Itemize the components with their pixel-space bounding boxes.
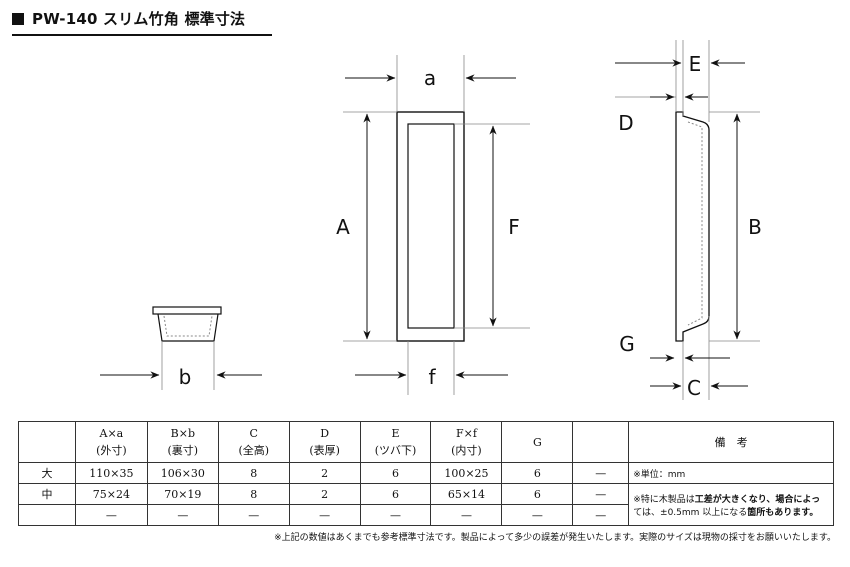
- label-E: E: [689, 52, 702, 76]
- header-cell: G: [501, 421, 574, 463]
- header-cell: F×f(内寸): [430, 421, 503, 463]
- label-a: a: [424, 66, 436, 90]
- table-row: — — — — — — — —: [18, 504, 834, 526]
- side-view-small: [100, 306, 262, 390]
- body-outline: [157, 313, 219, 342]
- note-unit: ※単位：mm: [628, 462, 834, 484]
- label-B: B: [748, 215, 762, 239]
- table-row: 中 75×24 70×19 8 2 6 65×14 6 — ※特に木製品は工差が…: [18, 483, 834, 526]
- header-cell: D(表厚): [288, 421, 361, 463]
- header-cell: [18, 421, 76, 463]
- label-F: F: [508, 215, 520, 239]
- dimension-drawing: a A F f b E D B G C: [100, 40, 762, 400]
- inner-outline: [163, 315, 213, 337]
- header-cell: E(ツバ下): [359, 421, 432, 463]
- note-tolerance: ※特に木製品は工差が大きくなり、場合によっ ては、±0.5mm 以上になる箇所も…: [628, 483, 834, 526]
- header-cell: [572, 421, 630, 463]
- header-cell: C(全高): [217, 421, 290, 463]
- table-row: 大 110×35 106×30 8 2 6 100×25 6 — ※単位：mm: [18, 462, 834, 484]
- title-text: PW-140 スリム竹角 標準寸法: [32, 10, 246, 28]
- label-D: D: [618, 111, 633, 135]
- inner-frame: [407, 123, 455, 329]
- header-notes: 備 考: [628, 421, 834, 463]
- label-f: f: [428, 365, 436, 389]
- header-cell: B×b(裏寸): [146, 421, 219, 463]
- footnote: ※上記の数値はあくまでも参考標準寸法です。製品によって多少の誤差が発生いたします…: [274, 533, 836, 543]
- flange-rect: [152, 306, 222, 315]
- label-C: C: [687, 376, 701, 400]
- front-view: [343, 55, 530, 395]
- label-b: b: [179, 365, 192, 389]
- square-bullet-icon: [12, 13, 24, 25]
- table-header-row: A×a(外寸) B×b(裏寸) C(全高) D(表厚) E(ツバ下) F×f(内…: [18, 421, 834, 463]
- section-inner: [687, 121, 703, 326]
- title-underline: [12, 34, 272, 36]
- header-cell: A×a(外寸): [74, 421, 148, 463]
- label-G: G: [619, 332, 635, 356]
- label-A: A: [336, 215, 350, 239]
- section-outline: [675, 111, 710, 342]
- side-view-section: [615, 40, 760, 400]
- page-title: PW-140 スリム竹角 標準寸法: [12, 8, 245, 29]
- dimension-table: A×a(外寸) B×b(裏寸) C(全高) D(表厚) E(ツバ下) F×f(内…: [18, 421, 834, 526]
